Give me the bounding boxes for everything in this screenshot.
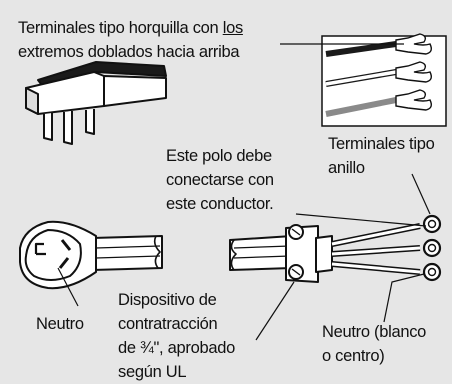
socket-slot-1	[60, 239, 72, 251]
fork-terminals-text: Terminales tipo horquilla con	[18, 19, 223, 37]
neutral-left-leader	[57, 267, 79, 307]
plug-prong-2	[63, 111, 73, 145]
pole-label-line2: conectarse con	[166, 171, 274, 189]
strain-relief-leader-line	[255, 281, 295, 341]
strain-relief-label-line2: contratracción	[118, 315, 218, 333]
socket-slot-2	[58, 257, 70, 269]
neutral-right-label-line1: Neutro (blanco	[322, 323, 427, 341]
inset-wire-gray	[325, 97, 397, 117]
ring-terminals-label-line1: Terminales tipo	[328, 135, 435, 153]
pole-label-line3: este conductor.	[166, 195, 274, 213]
neutral-right-label-line2: o centro)	[322, 347, 385, 365]
inset-wire-black	[325, 41, 397, 57]
right-cord-assembly	[229, 214, 442, 283]
inset-fork-terminals	[395, 33, 433, 111]
fork-terminals-label-line1: Terminales tipo horquilla con los	[18, 18, 243, 39]
plug-prong-3	[85, 109, 95, 135]
ring-terminals-label-line2: anillo	[328, 159, 365, 177]
strain-relief-label-line4: según UL	[118, 363, 187, 381]
cord-jacket	[229, 235, 293, 271]
strain-relief-label-line3: de ¾", aprobado	[118, 339, 235, 357]
three-prong-plug	[25, 61, 167, 145]
pole-label-line1: Este polo debe	[166, 147, 272, 165]
pole-leader-line	[295, 213, 427, 227]
plug-prong-1	[43, 113, 53, 141]
ring-leader-line	[411, 173, 431, 215]
neutral-left-label: Neutro	[36, 315, 84, 333]
left-cord-assembly	[19, 220, 163, 290]
fork-terminals-underlined: los	[222, 19, 244, 37]
strain-relief-label-line1: Dispositivo de	[118, 291, 217, 309]
neutral-right-leader-line	[383, 273, 425, 323]
fork-terminal-inset	[321, 33, 447, 127]
fork-terminals-label-line2: extremos doblados hacia arriba	[18, 43, 240, 61]
